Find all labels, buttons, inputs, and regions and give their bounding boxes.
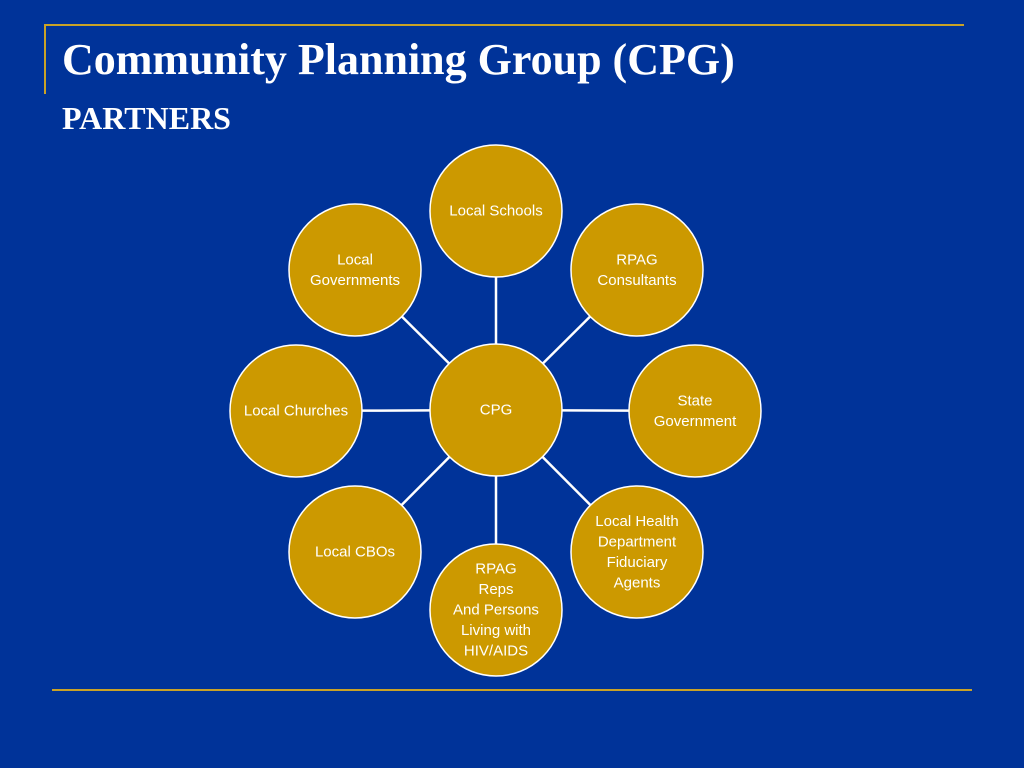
- node-circle-rpag-consultants: [570, 203, 704, 337]
- node-label-rpag-consultants: Consultants: [597, 272, 676, 289]
- node-label-local-health-department: Department: [598, 533, 677, 550]
- node-label-local-governments: Local: [337, 251, 373, 268]
- node-label-rpag-reps: RPAG: [475, 561, 516, 578]
- node-label-rpag-reps: Living with: [461, 622, 531, 639]
- node-label-state-government: State: [677, 392, 712, 409]
- node-rpag-consultants: RPAG Consultants: [570, 203, 704, 337]
- node-label-rpag-reps: And Persons: [453, 602, 539, 619]
- node-label-local-health-department: Fiduciary: [607, 554, 668, 571]
- connector-local-cbos: [400, 455, 451, 507]
- slide-title: Community Planning Group (CPG): [62, 35, 735, 84]
- node-circle-local-governments: [288, 203, 422, 337]
- node-local-schools: Local Schools: [429, 144, 563, 278]
- slide-subtitle: PARTNERS: [62, 100, 231, 136]
- node-label-local-health-department: Local Health: [595, 513, 678, 530]
- connector-rpag-consultants: [541, 315, 592, 365]
- left-rule: [44, 24, 46, 94]
- node-label-rpag-reps: Reps: [478, 581, 513, 598]
- node-circle-local-churches: [229, 344, 363, 478]
- node-label-state-government: Government: [654, 413, 737, 430]
- node-label-cpg: CPG: [480, 402, 513, 419]
- node-circle-rpag-reps: [429, 543, 563, 677]
- connector-local-governments: [400, 315, 451, 365]
- node-circle-local-schools: [429, 144, 563, 278]
- connectors: [361, 277, 630, 544]
- node-circle-cpg: [429, 343, 563, 477]
- node-circle-state-government: [628, 344, 762, 478]
- top-rule: [44, 24, 964, 26]
- node-label-local-health-department: Agents: [614, 574, 661, 591]
- nodes: Local SchoolsRPAGConsultantsStateGovernm…: [229, 144, 762, 677]
- connector-local-health-department: [541, 455, 592, 507]
- node-local-cbos: Local CBOs: [288, 485, 422, 619]
- node-label-rpag-reps: HIV/AIDS: [464, 643, 528, 660]
- node-label-local-churches: Local Churches: [244, 403, 348, 420]
- node-label-local-cbos: Local CBOs: [315, 544, 395, 561]
- node-cpg: CPG: [429, 343, 563, 477]
- node-circle-local-cbos: [288, 485, 422, 619]
- node-local-churches: Local Churches: [229, 344, 363, 478]
- bottom-rule: [52, 689, 972, 691]
- node-label-local-schools: Local Schools: [449, 203, 542, 220]
- node-circle-local-health-department: [570, 485, 704, 619]
- node-label-local-governments: Governments: [310, 272, 400, 289]
- node-label-rpag-consultants: RPAG: [616, 251, 657, 268]
